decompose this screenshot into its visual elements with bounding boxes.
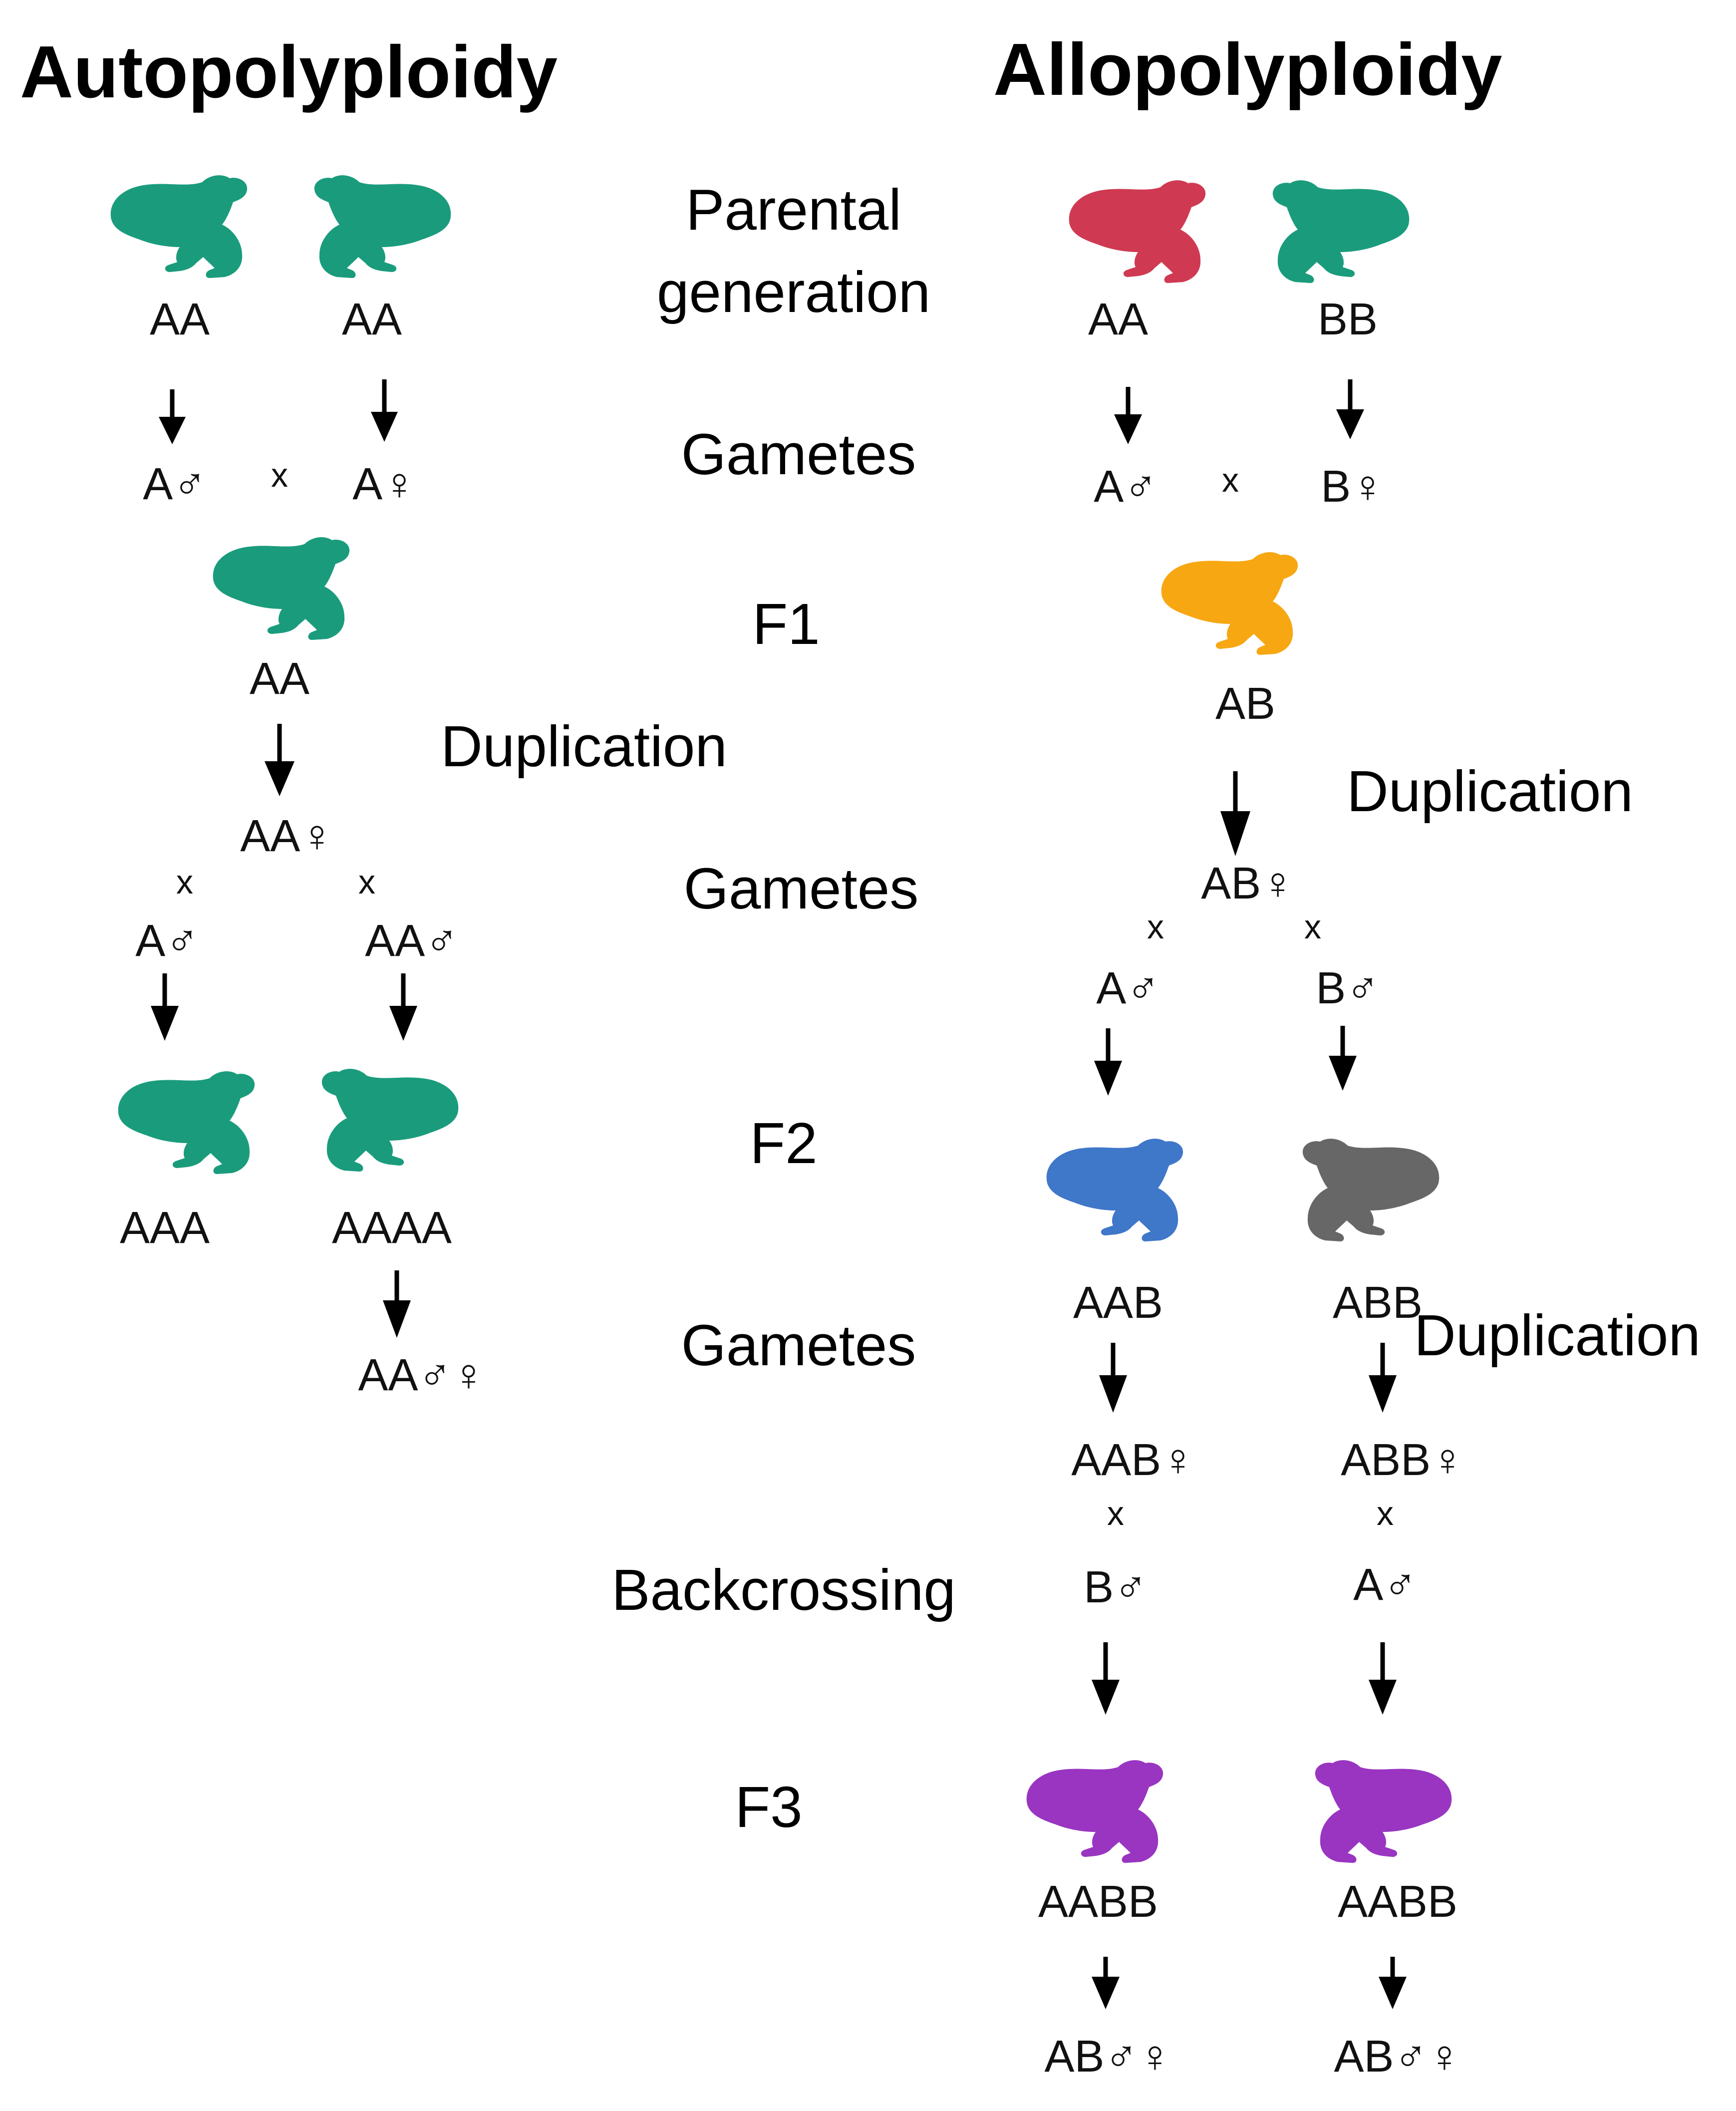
stage-gametes-2: Gametes: [684, 856, 919, 921]
arrow-icon: [1220, 771, 1250, 856]
frog-icon: [1302, 1139, 1440, 1241]
frog-icon: [213, 537, 350, 640]
cross-symbol: x: [271, 456, 288, 494]
genotype-label: BB: [1318, 295, 1378, 344]
cross-symbol: x: [1377, 1495, 1394, 1532]
arrow-icon: [1099, 1343, 1127, 1413]
gamete-label: A♂: [143, 459, 207, 509]
arrow-icon: [1329, 1026, 1357, 1091]
cross-symbol: x: [1304, 908, 1321, 946]
stage-duplication-auto: Duplication: [441, 714, 727, 779]
arrow-icon: [389, 973, 417, 1041]
arrow-icon: [383, 1270, 411, 1338]
frog-icon: [314, 175, 451, 278]
arrow-icon: [1092, 1642, 1120, 1715]
gamete-label: AB♂♀: [1044, 2032, 1171, 2082]
gamete-label: A♂: [135, 916, 199, 966]
stage-backcrossing: Backcrossing: [611, 1557, 956, 1622]
frog-icon: [110, 175, 248, 278]
frog-icon: [118, 1071, 255, 1174]
arrow-icon: [1379, 1957, 1407, 2009]
genotype-label: AAAA: [332, 1203, 452, 1253]
arrow-icon: [371, 379, 398, 442]
gamete-label: A♀: [352, 459, 416, 509]
stage-f1: F1: [752, 592, 820, 656]
genotype-label: AA: [150, 295, 210, 344]
arrow-icon: [1094, 1028, 1122, 1096]
cross-symbol: x: [358, 863, 375, 901]
gamete-label: B♂: [1084, 1562, 1148, 1612]
genotype-label: AA: [1088, 295, 1148, 344]
stage-gametes-1: Gametes: [681, 422, 916, 487]
arrow-icon: [265, 724, 294, 796]
stage-gametes-3: Gametes: [681, 1313, 916, 1378]
frog-icon: [1272, 180, 1410, 283]
genotype-label: AABB: [1038, 1877, 1158, 1927]
genotype-label: AAB: [1073, 1278, 1163, 1328]
genotype-label: AB: [1215, 679, 1275, 729]
stage-duplication-allo-2: Duplication: [1414, 1303, 1701, 1368]
genotype-label: AABB: [1338, 1877, 1457, 1927]
arrow-icon: [1336, 379, 1364, 439]
frog-icon: [1315, 1760, 1452, 1863]
frog-icon: [1069, 180, 1206, 283]
genotype-label: AA: [250, 654, 309, 704]
genotype-label: ABB: [1333, 1278, 1423, 1328]
gamete-label: ABB♀: [1341, 1435, 1464, 1485]
frog-icon: [1161, 552, 1298, 655]
gamete-label: B♀: [1321, 462, 1385, 512]
gamete-label: A♂: [1094, 462, 1157, 512]
gamete-label: AA♂♀: [358, 1350, 485, 1400]
arrow-icon: [1369, 1642, 1397, 1715]
gamete-label: A♂: [1096, 963, 1160, 1013]
arrow-icon: [159, 389, 186, 444]
cross-symbol: x: [1222, 461, 1239, 499]
arrow-icon: [1092, 1957, 1120, 2009]
title-allopolyploidy: Allopolyploidy: [993, 28, 1502, 111]
stage-parental-line1: Parental: [686, 177, 901, 242]
genotype-label: AA: [342, 295, 402, 344]
title-autopolyploidy: Autopolyploidy: [20, 31, 558, 113]
arrow-icon: [151, 973, 179, 1041]
gamete-label: AA♂: [365, 916, 459, 966]
stage-f3: F3: [735, 1775, 802, 1839]
cross-symbol: x: [1107, 1495, 1124, 1532]
cross-symbol: x: [176, 863, 193, 901]
genotype-label: AAA: [120, 1203, 210, 1253]
stage-duplication-allo-1: Duplication: [1347, 759, 1633, 824]
gamete-label: A♂: [1353, 1560, 1417, 1610]
gamete-label: AB♂♀: [1334, 2032, 1461, 2082]
gamete-label: B♂: [1316, 963, 1380, 1013]
gamete-label: AAB♀: [1071, 1435, 1195, 1485]
stage-parental-line2: generation: [657, 260, 930, 324]
arrow-icon: [1114, 387, 1142, 444]
gamete-label: AA♀: [240, 811, 334, 861]
gamete-label: AB♀: [1201, 859, 1295, 908]
cross-symbol: x: [1147, 908, 1164, 946]
stage-f2: F2: [750, 1111, 817, 1176]
frog-icon: [321, 1069, 459, 1172]
frog-icon: [1026, 1760, 1163, 1863]
arrow-icon: [1369, 1343, 1397, 1413]
frog-icon: [1046, 1139, 1183, 1241]
